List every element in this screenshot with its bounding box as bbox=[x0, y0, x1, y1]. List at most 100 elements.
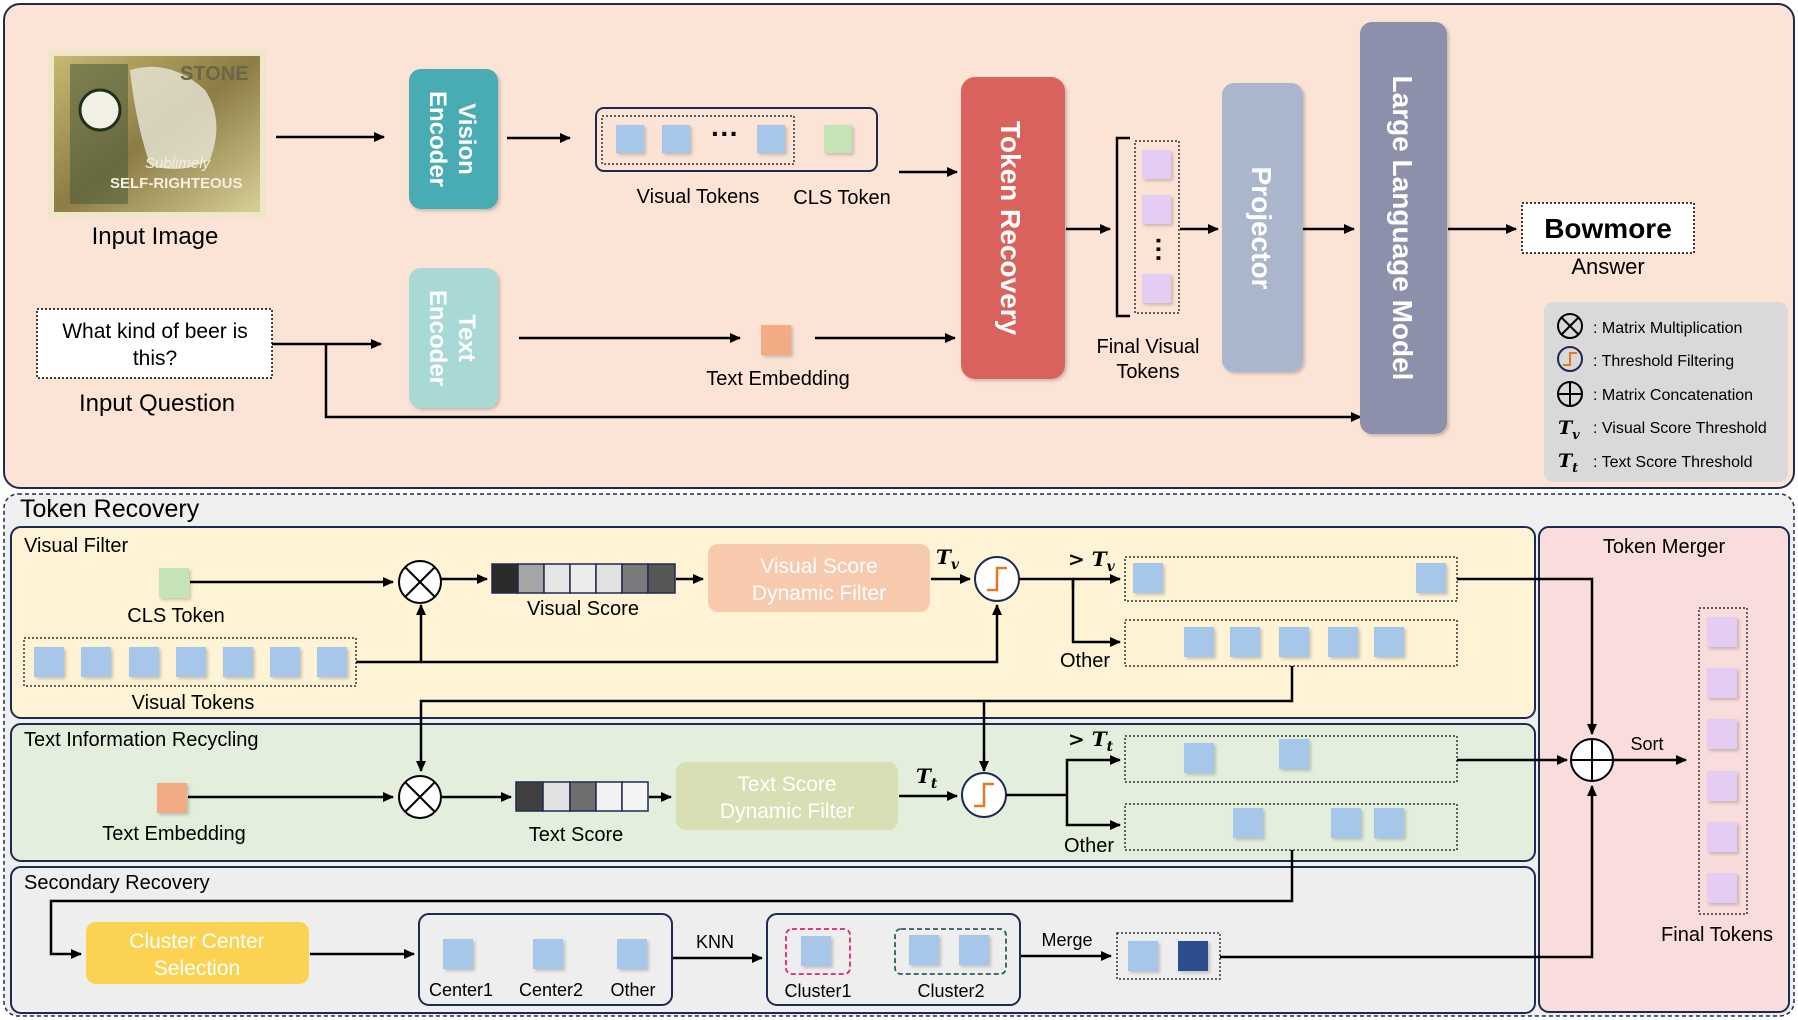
threshold-icon bbox=[961, 772, 1007, 818]
arrow-to-other-row bbox=[1071, 579, 1121, 647]
cluster-center-label-line2: Selection bbox=[154, 957, 240, 980]
image-text-sublimely: Sublimely bbox=[145, 155, 212, 172]
final-tokens-dotted bbox=[1698, 607, 1748, 915]
visual-token bbox=[1328, 627, 1358, 657]
arrow-text-other-to-cluster bbox=[49, 850, 1294, 959]
visual-token bbox=[129, 647, 159, 677]
merged-token bbox=[1128, 941, 1158, 971]
text-recycling-title: Text Information Recycling bbox=[24, 729, 259, 751]
cluster2-border bbox=[894, 928, 1007, 975]
threshold-icon bbox=[1557, 346, 1583, 372]
gt-tt-label: > Tt bbox=[1068, 727, 1114, 755]
cls-token-label: CLS Token bbox=[127, 605, 224, 627]
token-recovery-label: Token Recovery bbox=[995, 121, 1026, 336]
visual-token bbox=[1279, 739, 1309, 769]
visual-token bbox=[317, 647, 347, 677]
merged-token-dark bbox=[1178, 941, 1208, 971]
visual-token bbox=[1184, 743, 1214, 773]
text-embedding-label: Text Embedding bbox=[706, 368, 849, 390]
arrow-merged-to-concat bbox=[1220, 785, 1597, 959]
visual-token bbox=[1184, 627, 1214, 657]
visual-filter-title: Visual Filter bbox=[24, 535, 128, 557]
arrow-visual-selected-to-concat bbox=[1457, 577, 1597, 735]
visual-filter-label-line2: Dynamic Filter bbox=[752, 582, 886, 605]
input-image: STONE Sublimely SELF-RIGHTEOUS bbox=[48, 50, 266, 218]
final-tokens-label: Final Tokens bbox=[1661, 924, 1773, 946]
final-visual-token bbox=[1142, 274, 1171, 303]
vision-encoder-box bbox=[409, 69, 498, 209]
visual-tokens-label: Visual Tokens bbox=[132, 692, 255, 714]
final-token bbox=[1707, 873, 1737, 903]
cluster-token bbox=[801, 936, 831, 966]
legend-text-tt: : Text Score Threshold bbox=[1593, 454, 1753, 471]
text-selected-row bbox=[1124, 735, 1458, 783]
vision-encoder-label-line1: Vision bbox=[453, 103, 480, 175]
center-token bbox=[533, 939, 563, 969]
visual-token bbox=[1416, 563, 1446, 593]
visual-token bbox=[1230, 627, 1260, 657]
cluster2-label: Cluster2 bbox=[917, 981, 984, 1001]
final-token bbox=[1707, 668, 1737, 698]
merge-label: Merge bbox=[1041, 930, 1092, 950]
final-visual-tokens-label-line2: Tokens bbox=[1116, 361, 1179, 383]
cluster-center-label-line1: Cluster Center bbox=[129, 930, 264, 953]
text-score-label: Text Score bbox=[529, 824, 623, 846]
visual-token bbox=[1233, 808, 1263, 838]
text-embedding-token bbox=[157, 783, 187, 813]
final-visual-tokens-dotted bbox=[1134, 140, 1180, 314]
input-question-label: Input Question bbox=[79, 390, 235, 417]
knn-label: KNN bbox=[696, 932, 734, 952]
cls-token bbox=[824, 125, 852, 153]
visual-token bbox=[757, 125, 785, 153]
visual-token bbox=[1374, 808, 1404, 838]
final-visual-tokens-label-line1: Final Visual bbox=[1096, 336, 1199, 358]
center1-label: Center1 bbox=[429, 980, 493, 1000]
visual-token bbox=[81, 647, 111, 677]
visual-other-label: Other bbox=[1060, 650, 1110, 672]
cluster-token bbox=[909, 935, 939, 965]
legend-text-concat: : Matrix Concatenation bbox=[1593, 387, 1753, 404]
visual-token bbox=[270, 647, 300, 677]
arrow-other-to-text-multiply bbox=[416, 666, 1294, 772]
final-token bbox=[1707, 771, 1737, 801]
visual-tokens-label: Visual Tokens bbox=[637, 186, 760, 208]
vision-encoder-label-line2: Encoder bbox=[424, 91, 451, 187]
text-filter-label-line1: Text Score bbox=[737, 773, 836, 796]
sort-label: Sort bbox=[1630, 734, 1663, 754]
legend-text-multiply: : Matrix Multiplication bbox=[1593, 320, 1742, 337]
arrow-to-text-gt-row bbox=[1065, 755, 1121, 795]
final-token bbox=[1707, 822, 1737, 852]
clusters-box bbox=[766, 913, 1021, 1006]
center-token bbox=[617, 939, 647, 969]
answer-label: Answer bbox=[1571, 254, 1644, 279]
other-label: Other bbox=[610, 980, 655, 1000]
visual-token bbox=[616, 125, 644, 153]
visual-tokens-container bbox=[595, 107, 878, 172]
visual-token bbox=[662, 125, 690, 153]
text-score-dynamic-filter bbox=[676, 762, 898, 830]
answer-box bbox=[1521, 202, 1695, 254]
final-token bbox=[1707, 719, 1737, 749]
visual-token bbox=[1331, 808, 1361, 838]
cluster1-border bbox=[785, 928, 851, 975]
secondary-recovery-section bbox=[10, 866, 1536, 1014]
arrow-to-text-other-row bbox=[1065, 795, 1121, 830]
center-token bbox=[443, 939, 473, 969]
legend-text-tv: : Visual Score Threshold bbox=[1593, 420, 1767, 437]
tokens-ellipsis: ··· bbox=[711, 118, 739, 149]
secondary-recovery-title: Secondary Recovery bbox=[24, 872, 210, 894]
multiply-icon bbox=[398, 775, 442, 819]
gt-tv-label: > Tv bbox=[1068, 547, 1116, 575]
image-text-self-righteous: SELF-RIGHTEOUS bbox=[110, 175, 243, 192]
multiply-icon bbox=[1557, 313, 1583, 339]
arrow-tokens-to-threshold bbox=[421, 604, 1002, 664]
tt-label: Tt bbox=[916, 764, 938, 792]
projector-box bbox=[1222, 83, 1303, 372]
final-visual-token bbox=[1142, 150, 1171, 179]
visual-token bbox=[223, 647, 253, 677]
llm-label: Large Language Model bbox=[1387, 76, 1418, 381]
center2-label: Center2 bbox=[519, 980, 583, 1000]
token-recovery-title: Token Recovery bbox=[20, 495, 200, 523]
cluster1-label: Cluster1 bbox=[784, 981, 851, 1001]
